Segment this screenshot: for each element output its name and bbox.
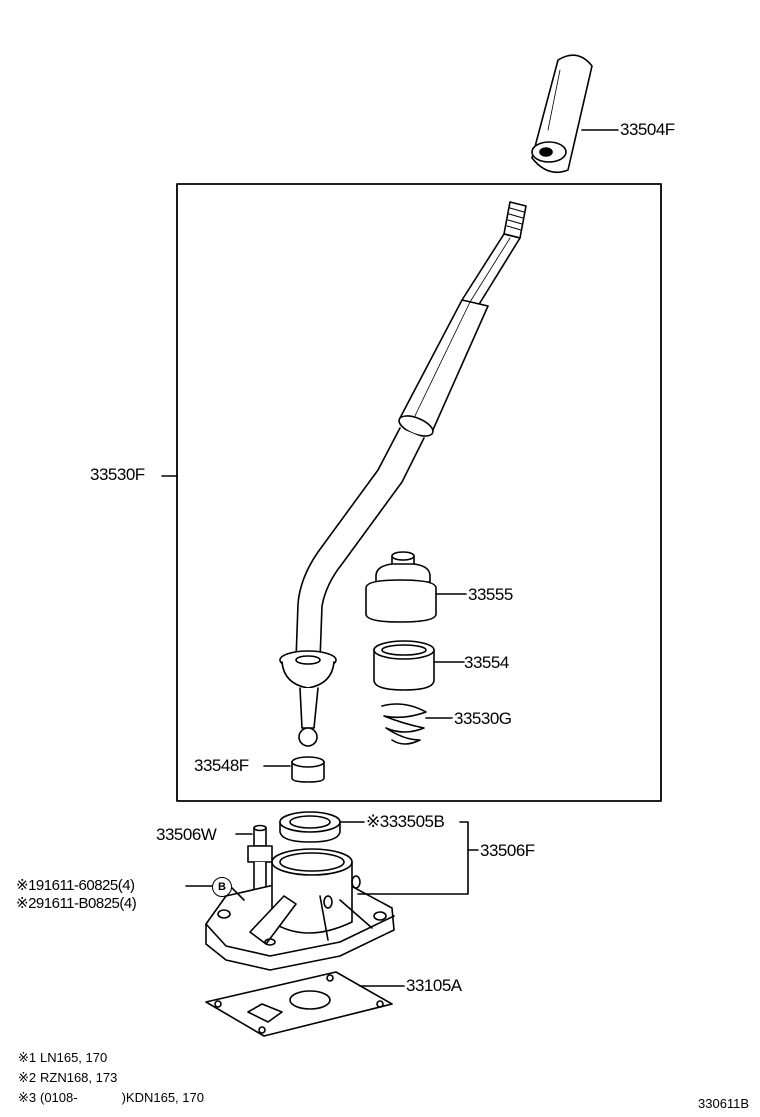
shift-lever-icon: [279, 201, 527, 747]
label-seat: 33548F: [194, 756, 249, 775]
bushing-icon: [373, 640, 465, 691]
boot-cap-icon: [365, 551, 467, 623]
footnote-text: )KDN165, 170: [121, 1090, 204, 1105]
label-gasket: 33105A: [406, 976, 462, 995]
label-bolt-2: ※291611-B0825(4): [16, 895, 137, 912]
seat-icon: [263, 756, 325, 783]
footnote-text: RZN168, 173: [40, 1070, 118, 1085]
retainer-ring-icon: [279, 811, 365, 843]
label-bolt-1: ※191611-60825(4): [16, 877, 135, 894]
label-knob: 33504F: [620, 120, 675, 139]
footnote-mark: ※3: [18, 1090, 37, 1105]
spring-icon: [381, 703, 453, 745]
footnote-text: LN165, 170: [40, 1050, 108, 1065]
footnote-mark: ※2: [18, 1070, 37, 1085]
label-housing: 33506F: [480, 841, 535, 860]
bolt-badge: B: [212, 877, 232, 897]
label-spring: 33530G: [454, 709, 512, 728]
footnote-mark: ※1: [18, 1050, 37, 1065]
diagram-code: 330611B: [698, 1096, 750, 1111]
shift-knob-icon: [531, 54, 619, 174]
label-lever: 33530F: [90, 465, 145, 484]
label-retainer: ※333505B: [366, 812, 445, 831]
lever-assembly-frame: [176, 183, 662, 802]
label-breather-plug: 33506W: [156, 825, 217, 844]
gasket-icon: [205, 971, 405, 1037]
footnote-text: (0108-: [40, 1090, 78, 1105]
footnote-3: ※3(0108- )KDN165, 170: [18, 1091, 204, 1104]
label-bushing: 33554: [464, 653, 509, 672]
shift-housing-icon: [185, 821, 479, 971]
label-boot-cap: 33555: [468, 585, 513, 604]
